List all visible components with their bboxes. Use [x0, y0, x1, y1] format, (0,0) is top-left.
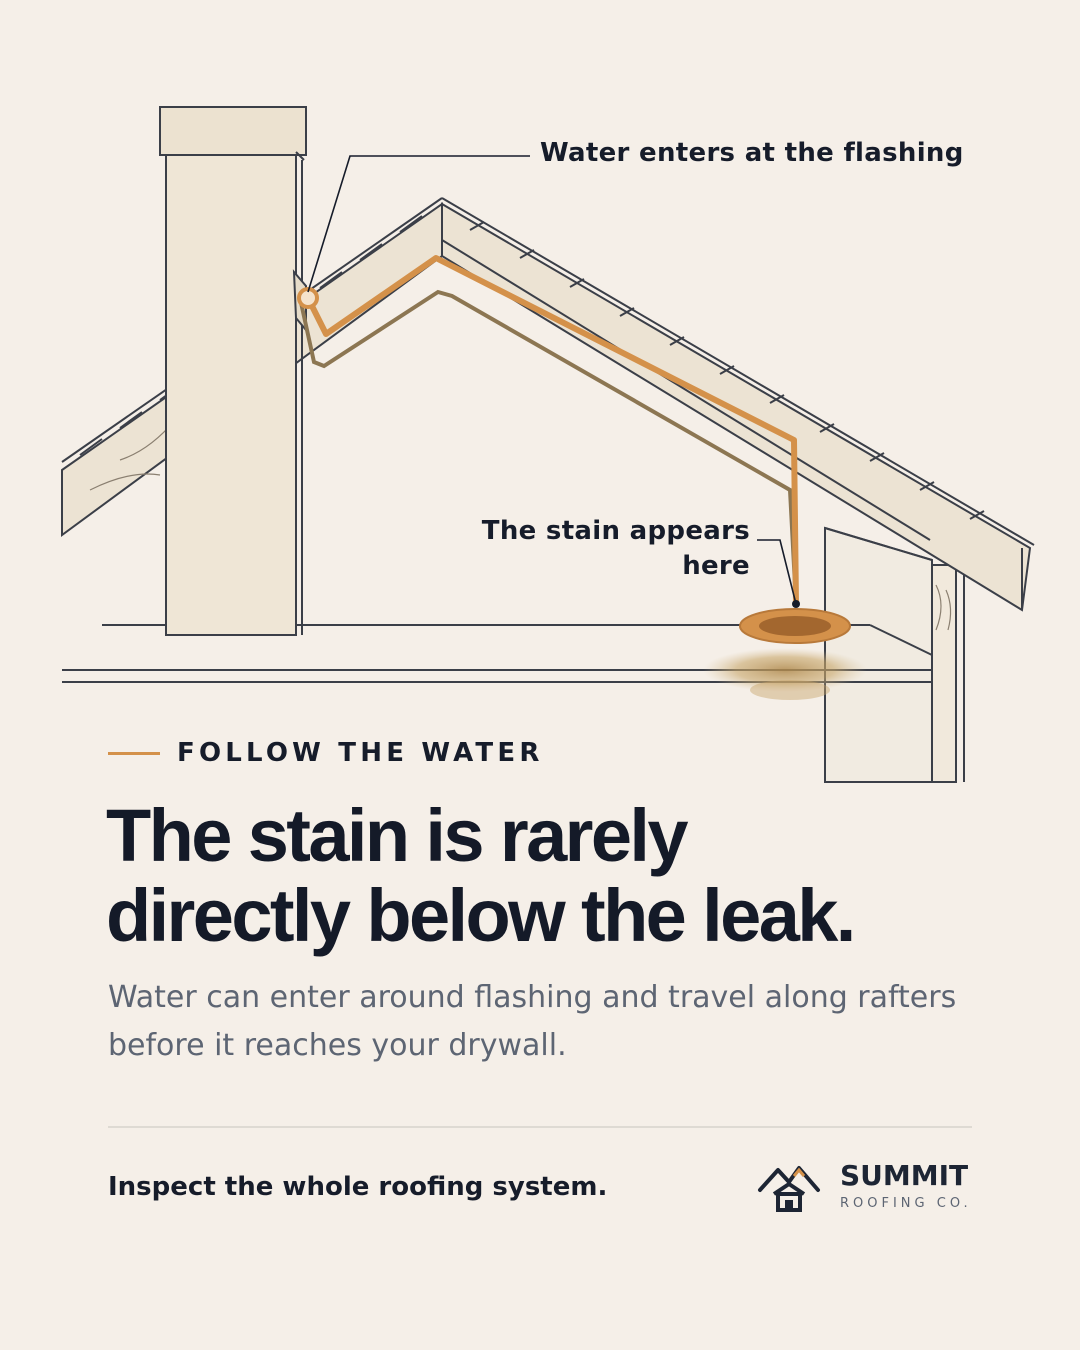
roof-right-slope: [441, 197, 1035, 612]
headline-line2: directly below the leak.: [106, 874, 856, 957]
callout-stain-line1: The stain appears: [481, 516, 750, 546]
cta-text: Inspect the whole roofing system.: [108, 1172, 608, 1202]
drywall-stain: [703, 648, 867, 700]
stain-puddle: [739, 600, 851, 644]
headline: The stain is rarely directly below the l…: [106, 796, 1006, 956]
chimney: [159, 106, 307, 636]
callout-leaders: [307, 155, 797, 605]
callout-flashing: Water enters at the flashing: [540, 138, 964, 168]
footer-divider: [108, 1126, 972, 1128]
roof-cross-section-diagram: [61, 106, 1035, 783]
leak-entry-point: [297, 287, 319, 309]
rafter: [441, 239, 931, 541]
eyebrow-text: FOLLOW THE WATER: [177, 738, 544, 768]
callout-stain-line2: here: [682, 551, 750, 581]
eyebrow: FOLLOW THE WATER: [108, 738, 544, 768]
eyebrow-accent-rule: [108, 751, 160, 755]
wall-stud: [931, 564, 965, 783]
water-path: [305, 255, 799, 605]
brand-subtitle: ROOFING CO.: [840, 1195, 972, 1211]
subtext: Water can enter around flashing and trav…: [108, 980, 957, 1063]
brand-text: SUMMIT ROOFING CO.: [840, 1158, 972, 1211]
rafter-water-trail: [298, 289, 798, 605]
house-mountain-icon: [758, 1166, 820, 1212]
callout-stain: The stain appears here: [420, 514, 750, 584]
headline-line1: The stain is rarely: [106, 794, 688, 877]
brand-logo: SUMMIT ROOFING CO.: [756, 1158, 972, 1212]
brand-name: SUMMIT: [840, 1158, 969, 1192]
